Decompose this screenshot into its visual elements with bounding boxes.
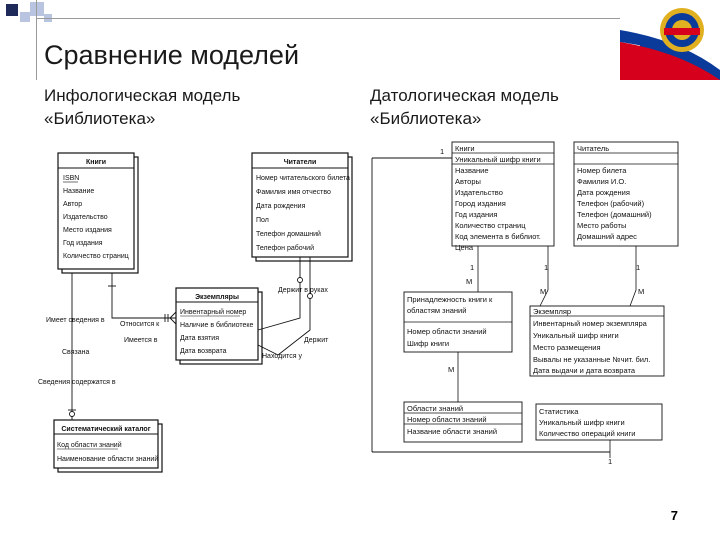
table-areas: Области знаний Номер области знаний Назв… (403, 401, 523, 443)
table-field: Авторы (455, 177, 481, 186)
table-belonging-title: Принадлежность книги к областям знаний (407, 295, 494, 315)
field: Название (63, 188, 94, 195)
relation-label: Имеет сведения в (46, 317, 105, 324)
table-field: Место размещения (533, 343, 601, 352)
datalogical-diagram: Книги Уникальный шифр книги Название Авт… (371, 141, 679, 466)
table-stats: Статистика Уникальный шифр книги Количес… (535, 403, 663, 441)
field: Издательство (63, 214, 108, 221)
table-field: Телефон (домашний) (577, 210, 652, 219)
university-logo (620, 0, 720, 80)
cardinality-label: 1 (636, 263, 640, 272)
table-field: Название области знаний (407, 427, 497, 436)
field: Наличие в библиотеке (180, 321, 254, 329)
entity-books-title: Книги (86, 159, 106, 166)
table-field: Уникальный шифр книги (533, 331, 619, 340)
field: Дата возврата (180, 348, 227, 355)
field: ISBN (63, 175, 79, 182)
cardinality-label: M (540, 287, 546, 296)
table-copy-title: Экземпляр (533, 307, 571, 316)
relation-label: Держит в руках (278, 287, 328, 294)
infological-heading: Инфологическая модель «Библиотека» (44, 86, 241, 128)
table-field: Год издания (455, 210, 497, 219)
field: Дата взятия (180, 335, 219, 342)
table-areas-title: Области знаний (407, 404, 463, 413)
datalogical-heading: Датологическая модель «Библиотека» (370, 86, 559, 128)
table-field: Шифр книги (407, 339, 449, 348)
square-dark (6, 4, 18, 16)
page-number: 7 (670, 508, 678, 523)
table-stats-title: Статистика (539, 407, 579, 416)
cardinality-label: 1 (440, 147, 444, 156)
entity-books: Книги ISBN Название Автор Издательство М… (57, 152, 139, 274)
table-field: Телефон (рабочий) (577, 199, 645, 208)
table-field: Номер области знаний (407, 327, 487, 336)
cardinality-label: 1 (470, 263, 474, 272)
table-books: Книги Уникальный шифр книги Название Авт… (451, 141, 555, 252)
cardinality-label: M (448, 365, 454, 374)
table-field: Цена (455, 243, 474, 252)
entity-readers-title: Читатели (284, 159, 317, 166)
relation-label: Находится у (262, 353, 302, 360)
table-field: Вывалы не указанные №чит. бил. (533, 355, 650, 364)
table-field: Количество операций книги (539, 429, 635, 438)
field: Инвентарный номер (180, 308, 246, 316)
square-light (30, 2, 44, 16)
table-field: Номер билета (577, 166, 627, 175)
frame-lines (371, 157, 610, 453)
table-field: Уникальный шифр книги (455, 155, 541, 164)
entity-copies: Экземпляры Инвентарный номер Наличие в б… (175, 287, 263, 365)
relation-label: Относится к (120, 321, 160, 328)
table-books-title: Книги (455, 144, 475, 153)
relation-lines (68, 257, 313, 420)
relation-label: Держит (304, 337, 329, 344)
entity-readers: Читатели Номер читательского билета Фами… (251, 152, 353, 262)
header-divider (36, 18, 620, 19)
table-copy: Экземпляр Инвентарный номер экземпляра У… (529, 305, 665, 377)
table-field: Уникальный шифр книги (539, 418, 625, 427)
square-light (20, 12, 30, 22)
table-field: Количество страниц (455, 221, 526, 230)
slide-title: Сравнение моделей (44, 40, 300, 70)
field: Дата рождения (256, 203, 306, 210)
field: Код области знаний (57, 441, 122, 449)
field: Год издания (63, 240, 103, 247)
connector-lines (457, 246, 637, 458)
cardinality-label: M (466, 277, 472, 286)
table-readers-title: Читатель (577, 144, 609, 153)
table-field: Издательство (455, 188, 503, 197)
table-field: Код элемента в библиот. (455, 232, 541, 241)
table-field: Место работы (577, 221, 626, 230)
infological-diagram: Книги ISBN Название Автор Издательство М… (38, 152, 353, 473)
cardinality-label: M (638, 287, 644, 296)
cardinality-label: 1 (544, 263, 548, 272)
field: Номер читательского билета (256, 174, 350, 182)
table-field: Название (455, 166, 489, 175)
field: Количество страниц (63, 253, 129, 260)
relation-label: Имеется в (124, 337, 158, 344)
cardinality-label: 1 (608, 457, 612, 466)
field: Пол (256, 217, 269, 224)
table-field: Дата рождения (577, 188, 630, 197)
table-field: Дата выдачи и дата возврата (533, 366, 636, 375)
table-field: Домашний адрес (577, 232, 637, 241)
table-belonging: Принадлежность книги к областям знаний Н… (403, 291, 513, 353)
table-field: Номер области знаний (407, 415, 487, 424)
entity-catalog: Систематический каталог Код области знан… (53, 419, 163, 473)
field: Наименование области знаний (57, 455, 158, 463)
field: Место издания (63, 227, 112, 234)
field: Фамилия имя отчество (256, 189, 331, 196)
table-readers: Читатель Номер билета Фамилия И.О. Дата … (573, 141, 679, 247)
field: Телефон рабочий (256, 244, 314, 252)
table-field: Город издания (455, 199, 506, 208)
relation-label: Сведения содержатся в (38, 379, 116, 386)
header-vertical-rule (36, 0, 37, 80)
field: Автор (63, 201, 82, 208)
entity-copies-title: Экземпляры (195, 294, 239, 301)
field: Телефон домашний (256, 230, 321, 238)
table-field: Инвентарный номер экземпляра (533, 319, 648, 328)
table-field: Фамилия И.О. (577, 177, 626, 186)
entity-catalog-title: Систематический каталог (61, 425, 150, 433)
relation-label: Связана (62, 349, 89, 356)
